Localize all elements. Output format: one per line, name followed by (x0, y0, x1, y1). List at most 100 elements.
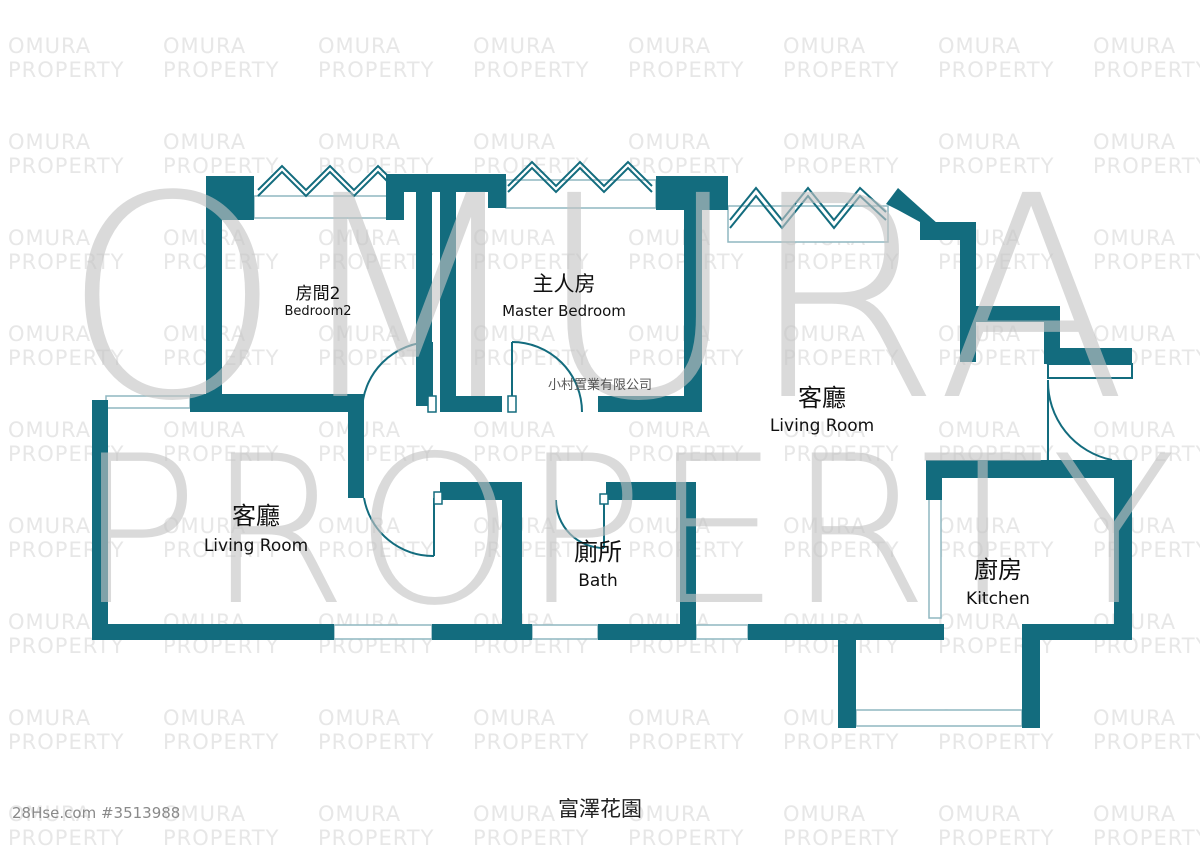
watermark-tile: OMURA PROPERTY (938, 130, 1055, 178)
wall (440, 190, 456, 412)
watermark-tile: OMURA PROPERTY (318, 226, 435, 274)
room-label-living-left-en: Living Room (203, 536, 309, 556)
watermark-tile: OMURA PROPERTY (163, 706, 280, 754)
door-left-living (363, 497, 435, 558)
room-label-master-zh: 主人房 (532, 272, 596, 296)
wall (348, 394, 364, 498)
watermark-tile: OMURA PROPERTY (163, 514, 280, 562)
watermark-tile: OMURA PROPERTY (163, 802, 280, 850)
wall (606, 482, 696, 500)
watermark-tile: OMURA PROPERTY (1093, 226, 1200, 274)
watermark-tile: OMURA PROPERTY (1093, 706, 1200, 754)
wall (92, 400, 108, 640)
room-label-master-en: Master Bedroom (502, 302, 626, 320)
room-label-living-right-zh: 客廳 (798, 384, 846, 412)
wall (386, 174, 506, 192)
watermark-large-line2: PROPERTY (76, 413, 1183, 651)
watermark-tile: OMURA PROPERTY (938, 514, 1055, 562)
watermark-tile: OMURA PROPERTY (8, 34, 125, 82)
watermark-tile: OMURA PROPERTY (318, 514, 435, 562)
watermark-tile: OMURA PROPERTY (8, 802, 125, 850)
room-label-living-right-en: Living Room (769, 416, 875, 436)
zigzag-windows (257, 160, 887, 230)
wall (502, 482, 522, 640)
window-living-top (727, 205, 889, 243)
watermark-tile: OMURA PROPERTY (473, 802, 590, 850)
watermark-tile: OMURA PROPERTY (8, 322, 125, 370)
watermark-tile: OMURA PROPERTY (1093, 514, 1200, 562)
walls (92, 174, 1133, 728)
watermark-tile: OMURA PROPERTY (318, 802, 435, 850)
wall (416, 190, 432, 406)
watermark-tile: OMURA PROPERTY (163, 34, 280, 82)
watermark-tile: OMURA PROPERTY (473, 226, 590, 274)
door-bath (555, 499, 605, 549)
watermark-tile: OMURA PROPERTY (783, 418, 900, 466)
watermark-tile: OMURA PROPERTY (783, 34, 900, 82)
room-label-kitchen-en: Kitchen (966, 589, 1030, 609)
wall (440, 482, 512, 500)
room-label-bedroom2-en: Bedroom2 (284, 304, 352, 319)
watermark-tile: OMURA PROPERTY (628, 802, 745, 850)
wall (926, 460, 942, 500)
watermark-tile: OMURA PROPERTY (938, 322, 1055, 370)
watermark-tile: OMURA PROPERTY (783, 802, 900, 850)
watermark-tile: OMURA PROPERTY (318, 322, 435, 370)
wall (598, 624, 696, 640)
wall (488, 174, 506, 208)
watermark-tile: OMURA PROPERTY (8, 130, 125, 178)
watermark-tile: OMURA PROPERTY (783, 322, 900, 370)
windows (105, 179, 1023, 727)
watermark-tile: OMURA PROPERTY (1093, 610, 1200, 658)
watermark-tile: OMURA PROPERTY (628, 418, 745, 466)
watermark-tile: OMURA PROPERTY (938, 802, 1055, 850)
watermark-large-line1: OMURA (62, 137, 1134, 463)
doors (361, 341, 1113, 558)
watermark-tile: OMURA PROPERTY (163, 418, 280, 466)
watermark-tile: OMURA PROPERTY (783, 514, 900, 562)
watermark-tile: OMURA PROPERTY (318, 34, 435, 82)
room-label-bedroom2-zh: 房間2 (295, 284, 341, 304)
wall (838, 624, 856, 728)
wall (960, 306, 1060, 322)
watermark-tile: OMURA PROPERTY (783, 130, 900, 178)
room-label-bath-zh: 廁所 (574, 538, 622, 566)
watermark-tile: OMURA PROPERTY (163, 130, 280, 178)
wall (598, 396, 702, 412)
watermark-tile: OMURA PROPERTY (473, 706, 590, 754)
watermark-tile: OMURA PROPERTY (473, 34, 590, 82)
room-label-living-left-zh: 客廳 (232, 502, 280, 530)
watermark-tile: OMURA PROPERTY (473, 418, 590, 466)
watermark-tile: OMURA PROPERTY (628, 706, 745, 754)
wall (440, 396, 502, 412)
wall (1047, 363, 1133, 379)
watermark-tile: OMURA PROPERTY (318, 706, 435, 754)
room-label-kitchen-zh: 廚房 (974, 556, 1022, 584)
watermark-tile: OMURA PROPERTY (1093, 802, 1200, 850)
wall (680, 482, 696, 640)
door-master (511, 341, 583, 413)
door-bedroom2 (361, 341, 433, 413)
watermark-tile: OMURA PROPERTY (1093, 130, 1200, 178)
wall (92, 624, 334, 640)
agency-name: 小村置業有限公司 (547, 378, 653, 393)
watermark-tile: OMURA PROPERTY (628, 130, 745, 178)
wall (1114, 460, 1132, 640)
wall (1022, 624, 1132, 640)
watermark-tile: OMURA PROPERTY (938, 34, 1055, 82)
wall (926, 460, 1132, 478)
watermark-tile: OMURA PROPERTY (628, 34, 745, 82)
window-master-top (505, 179, 657, 209)
estate-name: 富澤花園 (558, 797, 642, 821)
wall (386, 174, 404, 220)
watermark-tile: OMURA PROPERTY (1093, 34, 1200, 82)
wall (1044, 348, 1132, 364)
wall (1022, 624, 1040, 728)
window-bay-bottom (855, 709, 1023, 727)
watermark-tile: OMURA PROPERTY (8, 226, 125, 274)
wall (206, 176, 222, 412)
wall (684, 176, 702, 412)
listing-id: 28Hse.com #3513988 (12, 804, 181, 822)
